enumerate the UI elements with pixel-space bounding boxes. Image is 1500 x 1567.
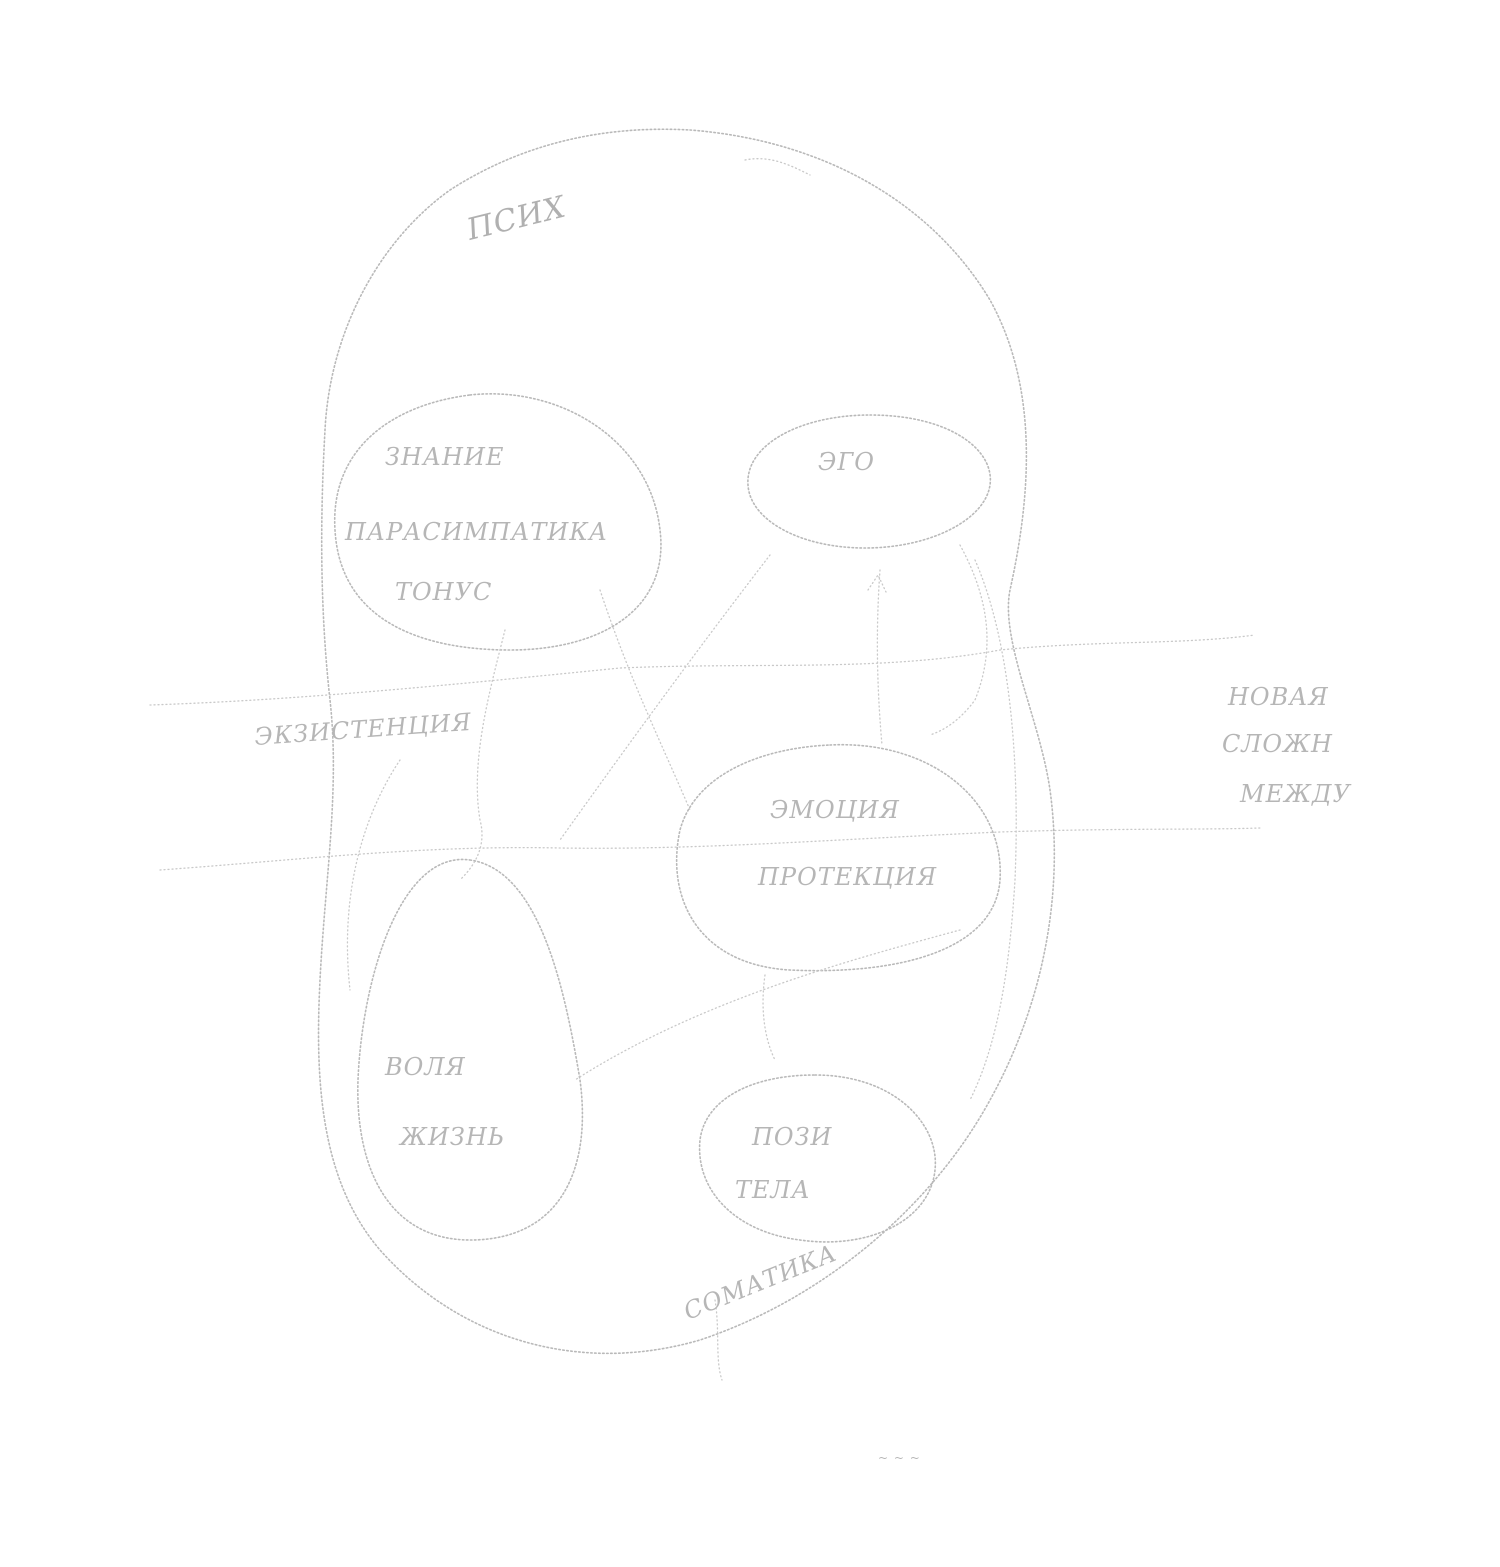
connection-center-to-bottomleft [574, 929, 961, 1081]
connection-left-arc [346, 759, 401, 991]
node-bottom-right-line-2: ТЕЛА [735, 1176, 811, 1204]
side-label-right-line-2: СЛОЖН [1222, 730, 1333, 758]
node-bottom-left-line-1: ВОЛЯ [384, 1053, 466, 1081]
arrow-ego-up [867, 573, 887, 593]
connection-ego-down [876, 569, 883, 746]
connection-right-arc [969, 559, 1017, 1101]
node-top-left-line-2: ПАРАСИМПАТИКА [344, 518, 608, 546]
squiggle-bottom-tail [714, 1299, 723, 1381]
node-center-right-oval [675, 743, 1001, 972]
node-bottom-left-oval [357, 858, 584, 1241]
side-label-left: ЭКЗИСТЕНЦИЯ [253, 708, 472, 751]
connection-ego-to-left [559, 554, 771, 841]
node-top-left-line-3: ТОНУС [395, 578, 492, 606]
outer-label: ПСИХ [462, 189, 570, 248]
node-center-right-line-1: ЭМОЦИЯ [770, 796, 900, 824]
node-top-right-label: ЭГО [818, 448, 875, 476]
node-top-left-line-1: ЗНАНИЕ [385, 443, 504, 471]
side-label-right-line-3: МЕЖДУ [1239, 780, 1352, 808]
node-top-left-oval [334, 393, 662, 651]
connection-ego-right-down [929, 544, 988, 736]
node-bottom-right-line-1: ПОЗИ [751, 1123, 833, 1151]
node-bottom-left-line-2: ЖИЗНЬ [398, 1123, 505, 1151]
node-bottom-right-oval [698, 1074, 937, 1243]
horizontal-line-upper [149, 634, 1256, 706]
side-label-right-line-1: НОВАЯ [1227, 683, 1329, 711]
node-top-right-oval [747, 414, 992, 549]
outer-oval [317, 128, 1056, 1355]
node-center-right-line-2: ПРОТЕКЦИЯ [757, 863, 937, 891]
connection-center-to-bottomright [762, 974, 776, 1061]
bottom-label: СОМАТИКА [680, 1239, 841, 1326]
connection-topleft-down [459, 629, 506, 881]
squiggle-top [744, 158, 811, 176]
connection-topleft-to-center [599, 589, 691, 811]
horizontal-line-lower [159, 827, 1261, 871]
footer-mark: ~ ~ ~ [878, 1451, 921, 1465]
